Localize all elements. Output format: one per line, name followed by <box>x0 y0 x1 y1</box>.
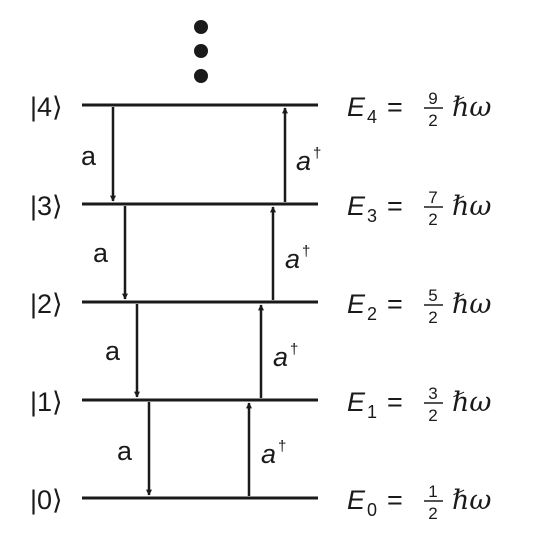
ket-label: |2⟩ <box>30 289 63 319</box>
level-3: |3⟩ E 3 = 7 2 ℏω <box>30 188 491 229</box>
continuation-dots <box>194 20 208 83</box>
ket-label: |1⟩ <box>30 387 63 417</box>
fraction-denominator: 2 <box>428 308 437 327</box>
svg-text:a: a <box>261 439 276 469</box>
fraction-numerator: 1 <box>428 482 437 501</box>
equals-sign: = <box>387 387 403 417</box>
level-2: |2⟩ E 2 = 5 2 ℏω <box>30 286 491 327</box>
energy-symbol: E <box>347 191 366 221</box>
level-1: |1⟩ E 1 = 3 2 ℏω <box>30 384 491 425</box>
hbar-omega: ℏω <box>452 387 491 418</box>
annihilation-transitions: a a a a <box>81 107 152 496</box>
svg-text:a: a <box>296 146 311 176</box>
creation-arrow-2-3: a † <box>270 206 310 300</box>
hbar-omega: ℏω <box>452 92 491 123</box>
creation-arrow-3-4: a † <box>282 107 321 202</box>
continuation-dot <box>194 69 208 83</box>
svg-text:E: E <box>347 485 366 515</box>
energy-index: 4 <box>367 107 377 127</box>
equals-sign: = <box>387 92 403 122</box>
hbar-omega: ℏω <box>452 485 491 516</box>
energy-expression: E 3 = 7 2 ℏω <box>347 188 491 229</box>
ket-label: |0⟩ <box>30 485 63 515</box>
dagger-symbol: † <box>313 145 321 162</box>
creation-arrow-0-1: a † <box>246 402 286 496</box>
continuation-dot <box>194 44 208 58</box>
dagger-symbol: † <box>302 243 310 260</box>
energy-index: 2 <box>367 304 377 324</box>
energy-symbol: E <box>347 485 366 515</box>
fraction-denominator: 2 <box>428 111 437 130</box>
fraction-numerator: 3 <box>428 384 437 403</box>
svg-text:E: E <box>347 289 366 319</box>
equals-sign: = <box>387 191 403 221</box>
continuation-dot <box>194 20 208 34</box>
creation-operator-label: a <box>296 146 311 176</box>
dagger-symbol: † <box>278 438 286 455</box>
hbar-omega: ℏω <box>452 191 491 222</box>
fraction-denominator: 2 <box>428 504 437 523</box>
dagger-symbol: † <box>290 341 298 358</box>
annihilation-arrow-3-2: a <box>93 206 128 300</box>
energy-symbol: E <box>347 92 366 122</box>
energy-index: 3 <box>367 206 377 226</box>
annihilation-operator-label: a <box>81 141 97 171</box>
annihilation-operator-label: a <box>105 336 121 366</box>
fraction-denominator: 2 <box>428 210 437 229</box>
ket-label: |4⟩ <box>30 92 63 122</box>
fraction-denominator: 2 <box>428 406 437 425</box>
energy-levels: |0⟩ E 0 = 1 2 ℏω |1⟩ E 1 = 3 2 ℏω <box>30 89 491 523</box>
svg-text:E: E <box>347 191 366 221</box>
creation-operator-label: a <box>261 439 276 469</box>
annihilation-arrow-1-0: a <box>117 402 152 496</box>
annihilation-arrow-4-3: a <box>81 107 116 202</box>
energy-index: 1 <box>367 402 377 422</box>
fraction-numerator: 7 <box>428 188 437 207</box>
energy-expression: E 1 = 3 2 ℏω <box>347 384 491 425</box>
creation-arrow-1-2: a † <box>258 304 298 398</box>
svg-text:a: a <box>273 342 288 372</box>
level-0: |0⟩ E 0 = 1 2 ℏω <box>30 482 491 523</box>
energy-symbol: E <box>347 289 366 319</box>
energy-expression: E 0 = 1 2 ℏω <box>347 482 491 523</box>
energy-symbol: E <box>347 387 366 417</box>
creation-operator-label: a <box>285 244 300 274</box>
annihilation-arrow-2-1: a <box>105 304 140 398</box>
annihilation-operator-label: a <box>117 436 133 466</box>
svg-text:a: a <box>285 244 300 274</box>
level-4: |4⟩ E 4 = 9 2 ℏω <box>30 89 491 130</box>
fraction-numerator: 5 <box>428 286 437 305</box>
equals-sign: = <box>387 485 403 515</box>
equals-sign: = <box>387 289 403 319</box>
fraction-numerator: 9 <box>428 89 437 108</box>
energy-expression: E 4 = 9 2 ℏω <box>347 89 491 130</box>
svg-text:E: E <box>347 92 366 122</box>
energy-index: 0 <box>367 500 377 520</box>
creation-transitions: a † a † a † a † <box>246 107 321 496</box>
ket-label: |3⟩ <box>30 191 63 221</box>
svg-text:E: E <box>347 387 366 417</box>
energy-expression: E 2 = 5 2 ℏω <box>347 286 491 327</box>
hbar-omega: ℏω <box>452 289 491 320</box>
creation-operator-label: a <box>273 342 288 372</box>
annihilation-operator-label: a <box>93 238 109 268</box>
